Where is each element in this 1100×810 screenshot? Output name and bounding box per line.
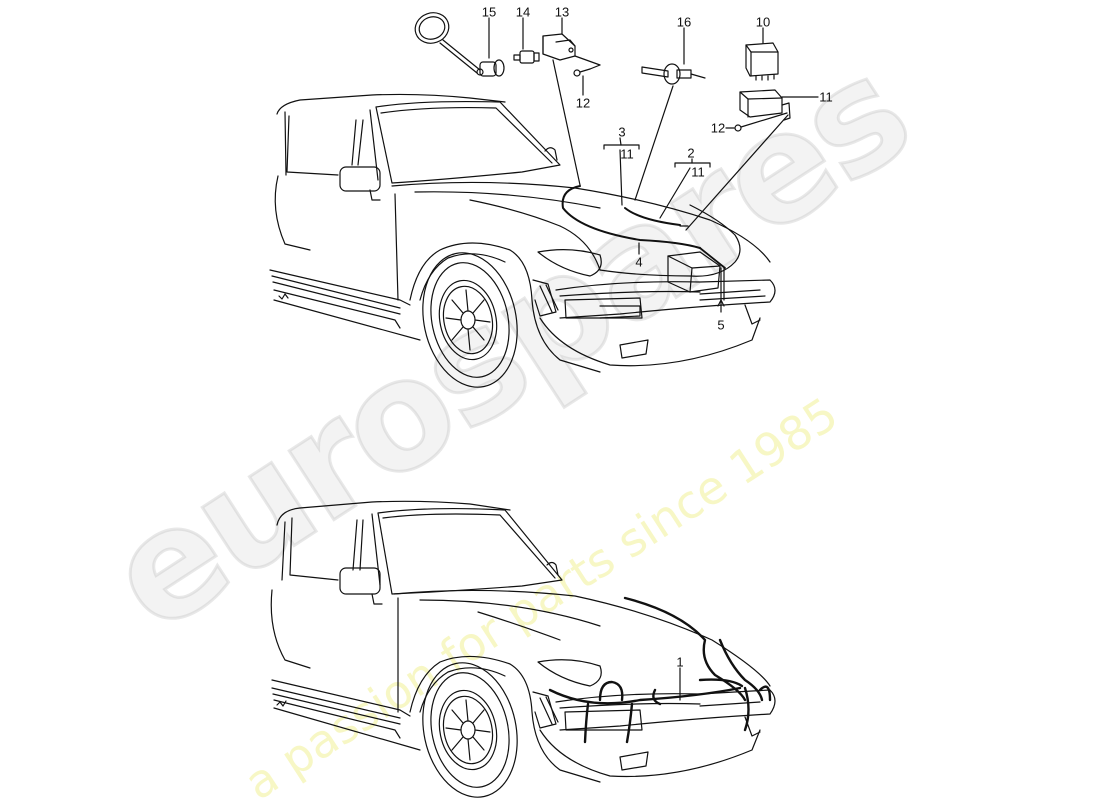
callout-2: 2	[687, 145, 695, 161]
part-15-cap-with-ring	[411, 8, 504, 76]
part-11-relay-socket	[686, 90, 818, 230]
bracket-2-11	[660, 159, 710, 218]
part-12-screw-upper	[574, 56, 600, 95]
part-14-bulb-holder	[514, 18, 539, 63]
callout-4: 4	[635, 254, 643, 270]
lower-car-body	[271, 501, 775, 782]
callout-1: 1	[676, 654, 684, 670]
callout-13: 13	[554, 4, 570, 20]
bracket-3-11	[604, 138, 639, 205]
callout-3: 3	[618, 124, 626, 140]
harness-pieces-upper	[563, 186, 725, 312]
callout-12-lower: 12	[710, 120, 726, 136]
callout-11-relay-socket: 11	[819, 89, 833, 105]
harness-1-complete	[550, 598, 770, 742]
callout-11-under-2: 11	[691, 164, 705, 180]
callout-10: 10	[755, 14, 771, 30]
part-12-screw-lower	[726, 113, 787, 131]
callout-12-upper: 12	[575, 95, 591, 111]
part-16-switch	[635, 28, 705, 200]
callout-5: 5	[717, 317, 725, 333]
callout-16: 16	[676, 14, 692, 30]
lower-car-wheel	[411, 654, 529, 800]
upper-car-wheel	[411, 244, 529, 396]
callout-14: 14	[515, 4, 531, 20]
part-10-relay	[746, 28, 778, 80]
callout-11-under-3: 11	[620, 146, 634, 162]
callout-15: 15	[481, 4, 497, 20]
upper-car-body	[270, 94, 775, 372]
